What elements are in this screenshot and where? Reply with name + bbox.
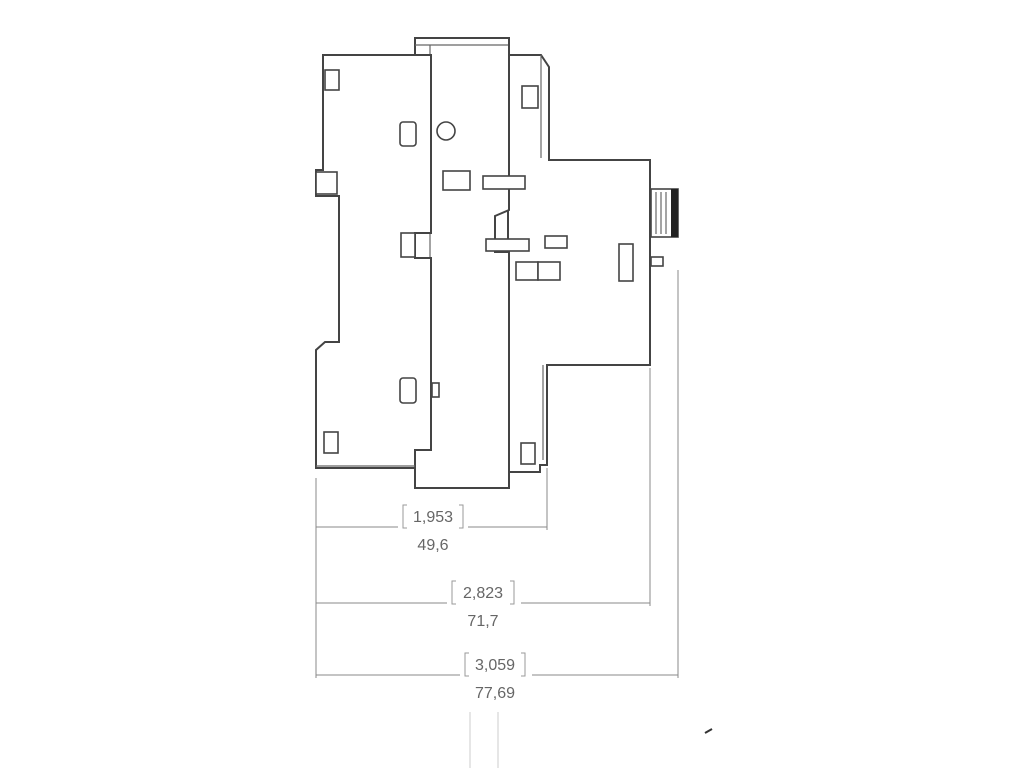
center-tab — [431, 382, 440, 398]
front-window-bottom — [399, 377, 417, 404]
indicator-circle — [436, 121, 456, 141]
front-body — [315, 54, 432, 469]
dimension-1: 1,953 49,6 — [316, 504, 547, 554]
slot-small — [544, 235, 568, 249]
slot-large-right — [537, 261, 561, 281]
dimension-1-mm: 49,6 — [417, 537, 448, 554]
terminal-knob — [650, 188, 679, 267]
scan-artifacts — [469, 712, 713, 768]
front-latch — [400, 232, 416, 258]
dimension-3-inch: 3,059 — [475, 657, 515, 674]
center-slot-left — [442, 170, 471, 191]
center-slot-right — [482, 175, 526, 190]
dimension-2: 2,823 71,7 — [316, 580, 650, 630]
front-window-top — [399, 121, 417, 147]
dimension-2-mm: 71,7 — [467, 613, 498, 630]
vertical-slot — [618, 243, 634, 282]
extension-lines — [315, 270, 679, 678]
front-clip-bottom — [323, 431, 339, 454]
din-clip-notch — [315, 171, 338, 195]
rear-clip-bottom — [520, 442, 536, 465]
front-clip-top — [324, 69, 340, 91]
slot-large-left — [515, 261, 539, 281]
rear-clip-top — [521, 85, 539, 109]
dimension-1-inch: 1,953 — [413, 509, 453, 526]
dimension-2-inch: 2,823 — [463, 585, 503, 602]
dimension-3-mm: 77,69 — [475, 685, 515, 702]
dimension-3: 3,059 77,69 — [316, 652, 678, 702]
center-body — [414, 37, 530, 489]
center-slot-mid — [485, 238, 530, 252]
small-pin — [650, 256, 664, 267]
rear-body — [499, 54, 651, 473]
